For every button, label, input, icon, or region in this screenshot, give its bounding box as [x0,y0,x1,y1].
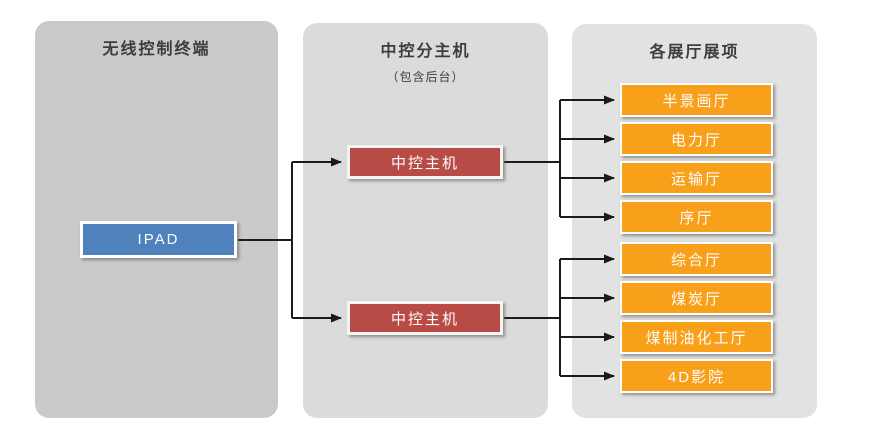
node-hall-panorama: 半景画厅 [620,83,773,117]
node-hall-coal: 煤炭厅 [620,281,773,315]
node-hall-preface: 序厅 [620,200,773,234]
node-central-control-host-1: 中控主机 [347,145,503,179]
panel-subtitle-includes-backend: （包含后台） [386,70,465,84]
node-hall-4d-cinema: 4D影院 [620,359,773,393]
panel-title-wireless-control-terminal: 无线控制终端 [102,41,211,58]
node-hall-coal-to-oil-chemical: 煤制油化工厅 [620,320,773,354]
node-hall-transportation: 运输厅 [620,161,773,195]
panel-title-central-control-sub-hosts: 中控分主机 [380,43,471,60]
node-central-control-host-2: 中控主机 [347,301,503,335]
panel-central-control-sub-hosts: 中控分主机 （包含后台） [303,23,548,418]
node-hall-comprehensive: 综合厅 [620,242,773,276]
node-hall-electric-power: 电力厅 [620,122,773,156]
node-ipad: IPAD [80,221,237,258]
panel-title-exhibition-hall-items: 各展厅展项 [649,44,740,61]
panel-wireless-control-terminal: 无线控制终端 [35,21,278,418]
